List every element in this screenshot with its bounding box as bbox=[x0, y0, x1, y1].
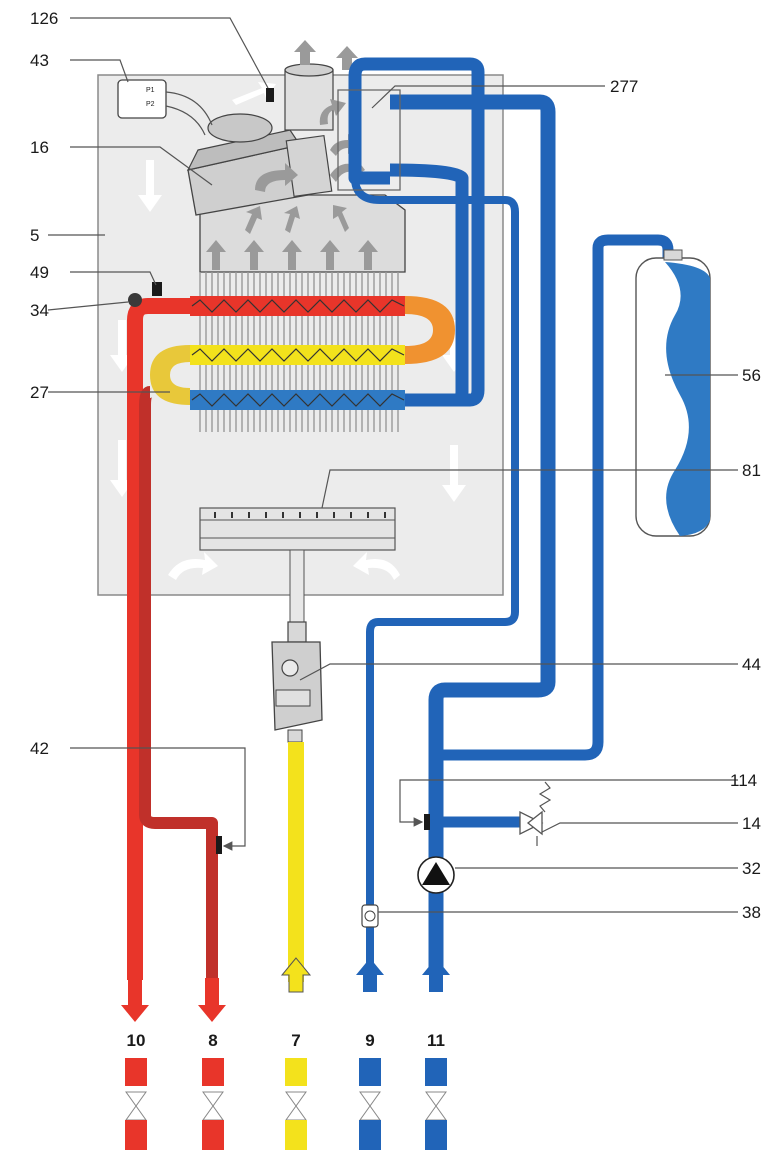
cold-pipes bbox=[348, 57, 674, 975]
flue-pipe bbox=[255, 40, 365, 192]
connection-label-9: 9 bbox=[365, 1031, 374, 1050]
burner bbox=[199, 507, 396, 623]
filter-38 bbox=[361, 904, 379, 928]
p2-label: P2 bbox=[146, 101, 155, 108]
stub-11 bbox=[425, 1058, 447, 1150]
connection-label-10: 10 bbox=[127, 1031, 146, 1050]
p1-label: P1 bbox=[146, 87, 155, 94]
label-34: 34 bbox=[30, 301, 49, 320]
stub-9 bbox=[359, 1058, 381, 1150]
label-14: 14 bbox=[742, 814, 761, 833]
stub-10 bbox=[125, 1058, 147, 1150]
label-27: 27 bbox=[30, 383, 49, 402]
connection-label-8: 8 bbox=[208, 1031, 217, 1050]
circulation-pump bbox=[417, 856, 455, 894]
air-pressure-switch: P1 P2 bbox=[117, 79, 213, 136]
label-38: 38 bbox=[742, 903, 761, 922]
label-5: 5 bbox=[30, 226, 39, 245]
leader-lines bbox=[47, 17, 738, 913]
label-56: 56 bbox=[742, 366, 761, 385]
label-32: 32 bbox=[742, 859, 761, 878]
sensor-42 bbox=[216, 836, 222, 854]
sensor-34 bbox=[128, 293, 142, 307]
connection-arrows bbox=[121, 957, 450, 1022]
connection-label-7: 7 bbox=[291, 1031, 300, 1050]
sensor-114 bbox=[424, 814, 430, 830]
hot-pipes bbox=[127, 298, 218, 980]
sensor-49 bbox=[152, 282, 162, 296]
label-42: 42 bbox=[30, 739, 49, 758]
label-43: 43 bbox=[30, 51, 49, 70]
stub-7 bbox=[285, 1058, 307, 1150]
gas-pipe bbox=[288, 742, 304, 982]
label-81: 81 bbox=[742, 461, 761, 480]
gas-valve bbox=[271, 621, 323, 743]
label-126: 126 bbox=[30, 9, 58, 28]
safety-valve bbox=[519, 781, 552, 846]
flue-gas-arrows bbox=[206, 205, 378, 270]
connection-label-11: 11 bbox=[427, 1031, 445, 1050]
label-16: 16 bbox=[30, 138, 49, 157]
stub-8 bbox=[202, 1058, 224, 1150]
label-114: 114 bbox=[730, 771, 757, 790]
expansion-vessel bbox=[635, 249, 711, 537]
flue-sensor bbox=[266, 88, 274, 102]
secondary-exchanger bbox=[337, 89, 401, 191]
connection-stubs bbox=[125, 1058, 447, 1150]
heat-exchanger-tubes bbox=[134, 296, 470, 410]
label-44: 44 bbox=[742, 655, 761, 674]
fan-assembly bbox=[186, 113, 333, 216]
label-277: 277 bbox=[610, 77, 638, 96]
label-49: 49 bbox=[30, 263, 49, 282]
